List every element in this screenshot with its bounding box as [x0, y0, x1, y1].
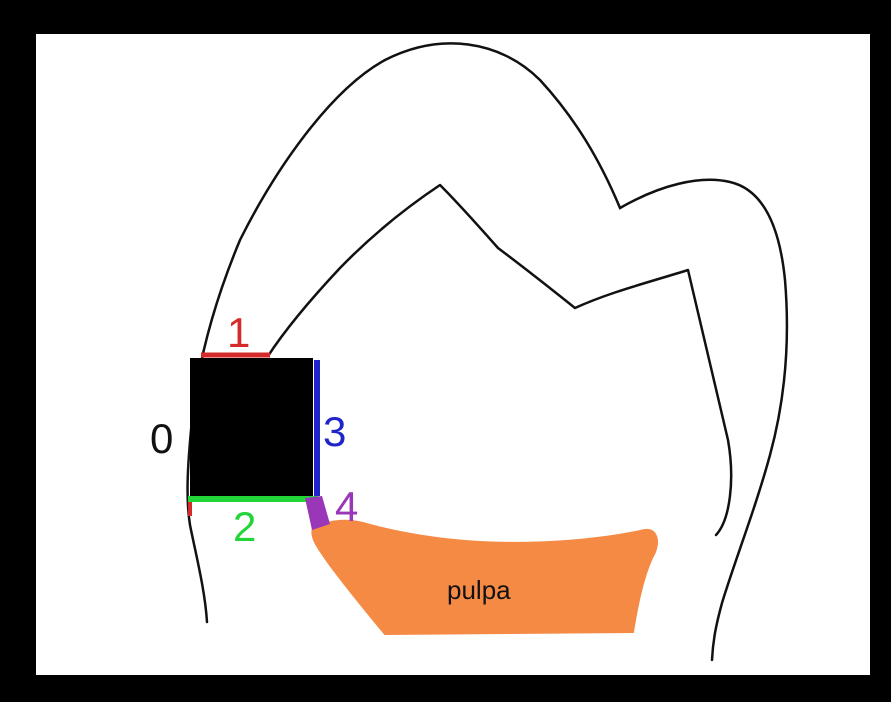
- pulpa-label: pulpa: [447, 575, 511, 605]
- label-4: 4: [335, 483, 358, 530]
- label-3: 3: [323, 408, 346, 455]
- label-1: 1: [227, 309, 250, 356]
- label-2: 2: [233, 503, 256, 550]
- label-0: 0: [150, 415, 173, 462]
- cavity-preparation: [190, 358, 313, 500]
